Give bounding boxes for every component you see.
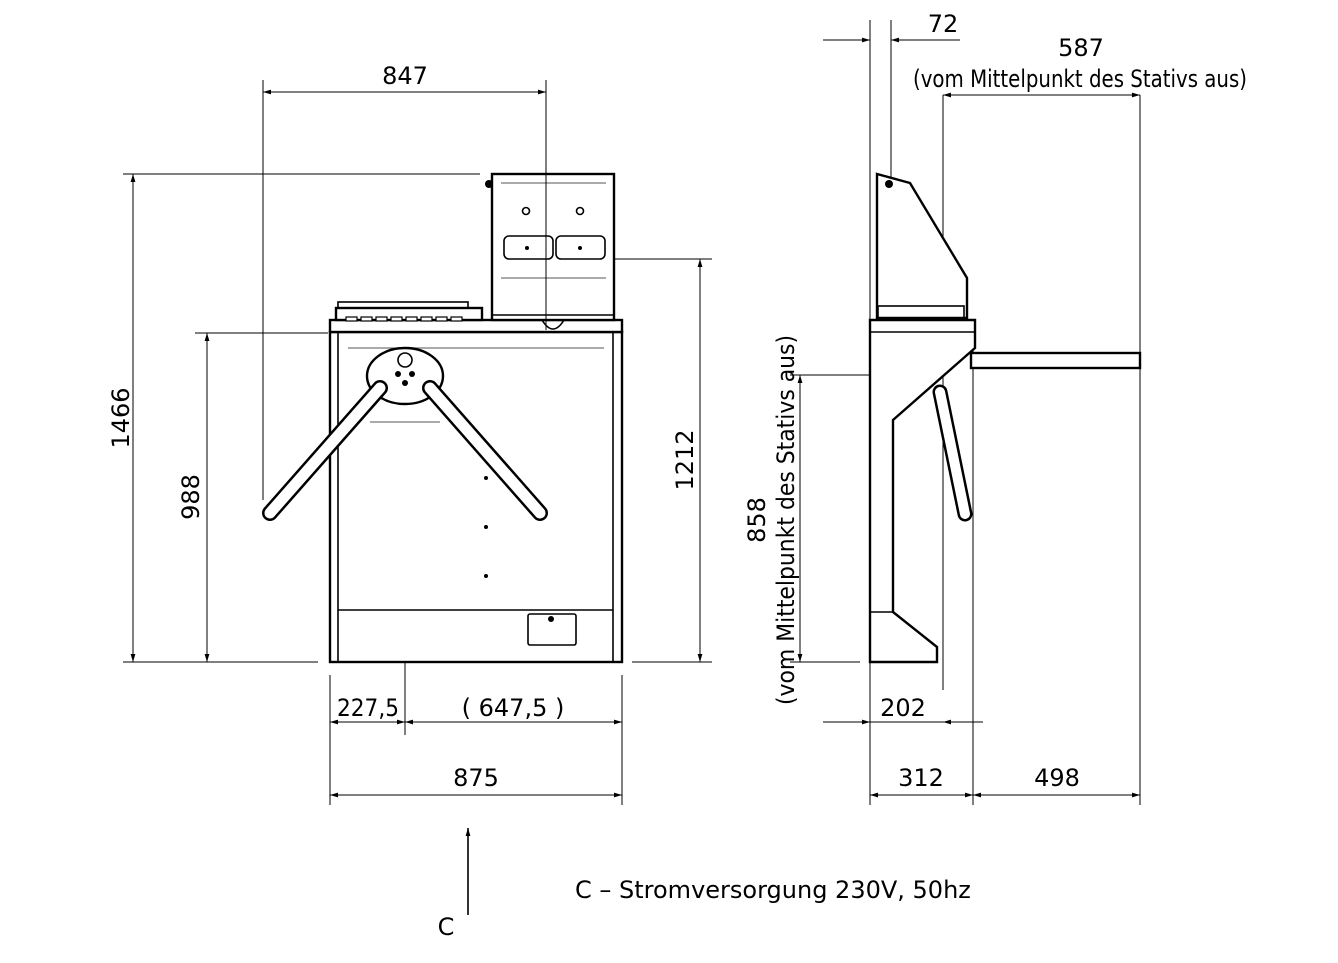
dim-1212: 1212 bbox=[671, 429, 699, 490]
dim-312: 312 bbox=[898, 764, 944, 792]
service-hatch bbox=[527, 613, 577, 646]
dim-858-note: (vom Mittelpunkt des Stativs aus) bbox=[772, 335, 800, 705]
dim-988: 988 bbox=[177, 474, 205, 520]
dim-647-5: ( 647,5 ) bbox=[462, 694, 565, 722]
side-dimension-lines bbox=[797, 37, 1140, 798]
side-view: 72 587 (vom Mittelpunkt des Stativs aus)… bbox=[743, 10, 1247, 805]
dim-227-5: 227,5 bbox=[337, 694, 399, 722]
dim-587-note: (vom Mittelpunkt des Stativs aus) bbox=[913, 65, 1247, 93]
power-marker: C bbox=[438, 913, 455, 941]
dim-72: 72 bbox=[928, 10, 959, 38]
front-dimension-lines bbox=[130, 89, 703, 798]
dim-498: 498 bbox=[1034, 764, 1080, 792]
power-legend: C – Stromversorgung 230V, 50hz bbox=[575, 876, 971, 904]
dim-858: 858 bbox=[743, 497, 771, 543]
side-extension-lines bbox=[790, 20, 1141, 805]
front-view: 847 1466 988 1212 227,5 ( 647,5 ) 875 bbox=[107, 62, 712, 805]
dim-202: 202 bbox=[880, 694, 926, 722]
dim-587: 587 bbox=[1058, 34, 1104, 62]
dim-875: 875 bbox=[453, 764, 499, 792]
dim-1466: 1466 bbox=[107, 387, 135, 448]
dim-847: 847 bbox=[382, 62, 428, 90]
side-reader-box bbox=[875, 172, 969, 320]
cabinet-top-plate bbox=[328, 318, 624, 334]
horizontal-arm bbox=[969, 351, 1142, 370]
